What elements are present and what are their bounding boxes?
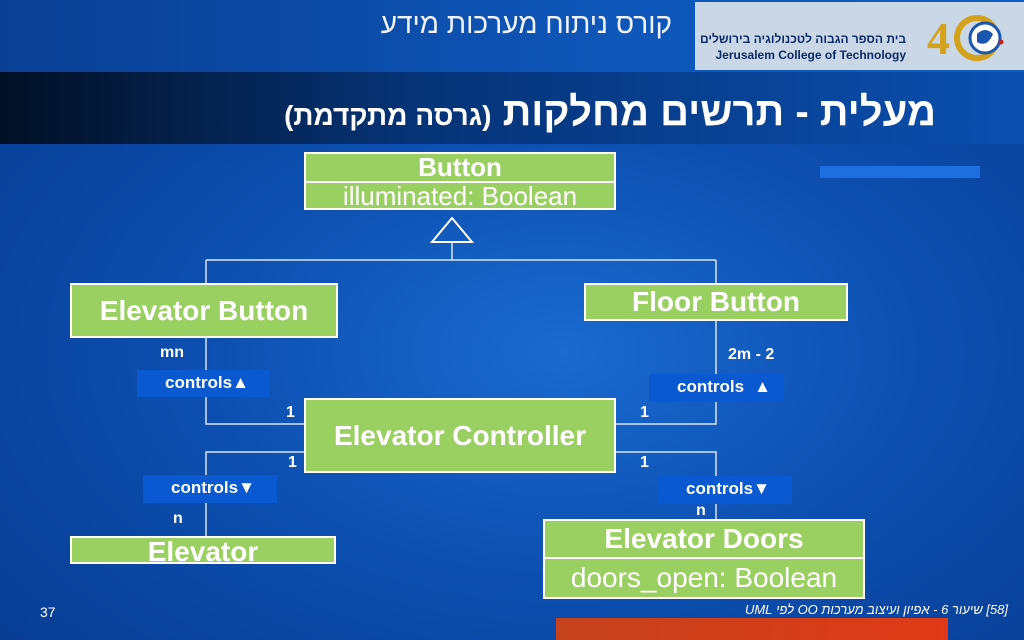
class-button-name: Button (418, 152, 502, 182)
assoc-label-fb: controls ▲ (649, 374, 783, 402)
mult-el-end: n (173, 510, 183, 527)
mult-ed-end: n (696, 502, 706, 519)
mult-eb-end: mn (160, 344, 184, 361)
class-elevator-doors-name: Elevator Doors (604, 523, 804, 554)
title-band (0, 72, 1024, 144)
course-title: קורס ניתוח מערכות מידע (380, 8, 672, 39)
class-button-attribute: illuminated: Boolean (306, 181, 614, 210)
logo-english-name: Jerusalem College of Technology (715, 48, 907, 62)
page-number: 37 (40, 604, 56, 620)
arrow-down-icon: ▼ (238, 478, 255, 497)
logo-hebrew-name: בית הספר הגבוה לטכנולוגיה בירושלים (699, 32, 906, 46)
arrow-up-icon: ▲ (754, 377, 771, 396)
class-elevator-name: Elevator (147, 536, 259, 564)
mult-ctrl-el: 1 (288, 454, 297, 471)
decorative-bar (820, 166, 980, 178)
mult-fb-end: 2m - 2 (728, 346, 775, 363)
assoc-label-eb: controls▲ (137, 370, 270, 397)
arrow-down-icon: ▼ (753, 479, 770, 498)
generalization-triangle (429, 216, 475, 243)
assoc-fb-ctrl (614, 320, 717, 425)
assoc-eb-ctrl (205, 338, 306, 425)
assoc-label-eb-text: controls (165, 373, 233, 392)
assoc-label-el-text: controls (171, 478, 239, 497)
assoc-label-ed-text: controls (686, 479, 754, 498)
svg-text:4: 4 (927, 13, 950, 64)
class-elevator-button: Elevator Button (70, 283, 338, 338)
footer-accent-bar (556, 618, 948, 640)
slide-title-main: מעלית - תרשים מחלקות (502, 90, 936, 134)
class-elevator-button-name: Elevator Button (99, 295, 309, 326)
class-floor-button-name: Floor Button (632, 286, 800, 317)
slide-title: מעלית - תרשים מחלקות (גרסה מתקדמת) (284, 90, 936, 135)
class-elevator-controller-name: Elevator Controller (333, 420, 587, 451)
class-floor-button: Floor Button (584, 283, 848, 321)
mult-ctrl-ed: 1 (640, 454, 649, 471)
slide-title-sub: (גרסה מתקדמת) (284, 100, 492, 131)
class-elevator-doors: Elevator Doors doors_open: Boolean (543, 519, 865, 599)
arrow-up-icon: ▲ (232, 373, 249, 392)
mult-ctrl-eb: 1 (286, 404, 295, 421)
footer-caption: [58] שיעור 6 - אפיון ועיצוב מערכות OO לפ… (744, 602, 1008, 617)
assoc-label-el: controls▼ (143, 475, 277, 503)
assoc-ctrl-el (205, 451, 306, 536)
class-elevator-doors-attribute: doors_open: Boolean (545, 557, 863, 597)
assoc-label-ed: controls▼ (658, 476, 792, 504)
college-emblem-icon: 4 (927, 13, 1004, 64)
class-button: Button illuminated: Boolean (304, 152, 616, 210)
assoc-label-fb-text: controls (677, 377, 745, 396)
class-elevator: Elevator (70, 536, 336, 564)
class-elevator-controller: Elevator Controller (304, 398, 616, 473)
mult-ctrl-fb: 1 (640, 404, 649, 421)
